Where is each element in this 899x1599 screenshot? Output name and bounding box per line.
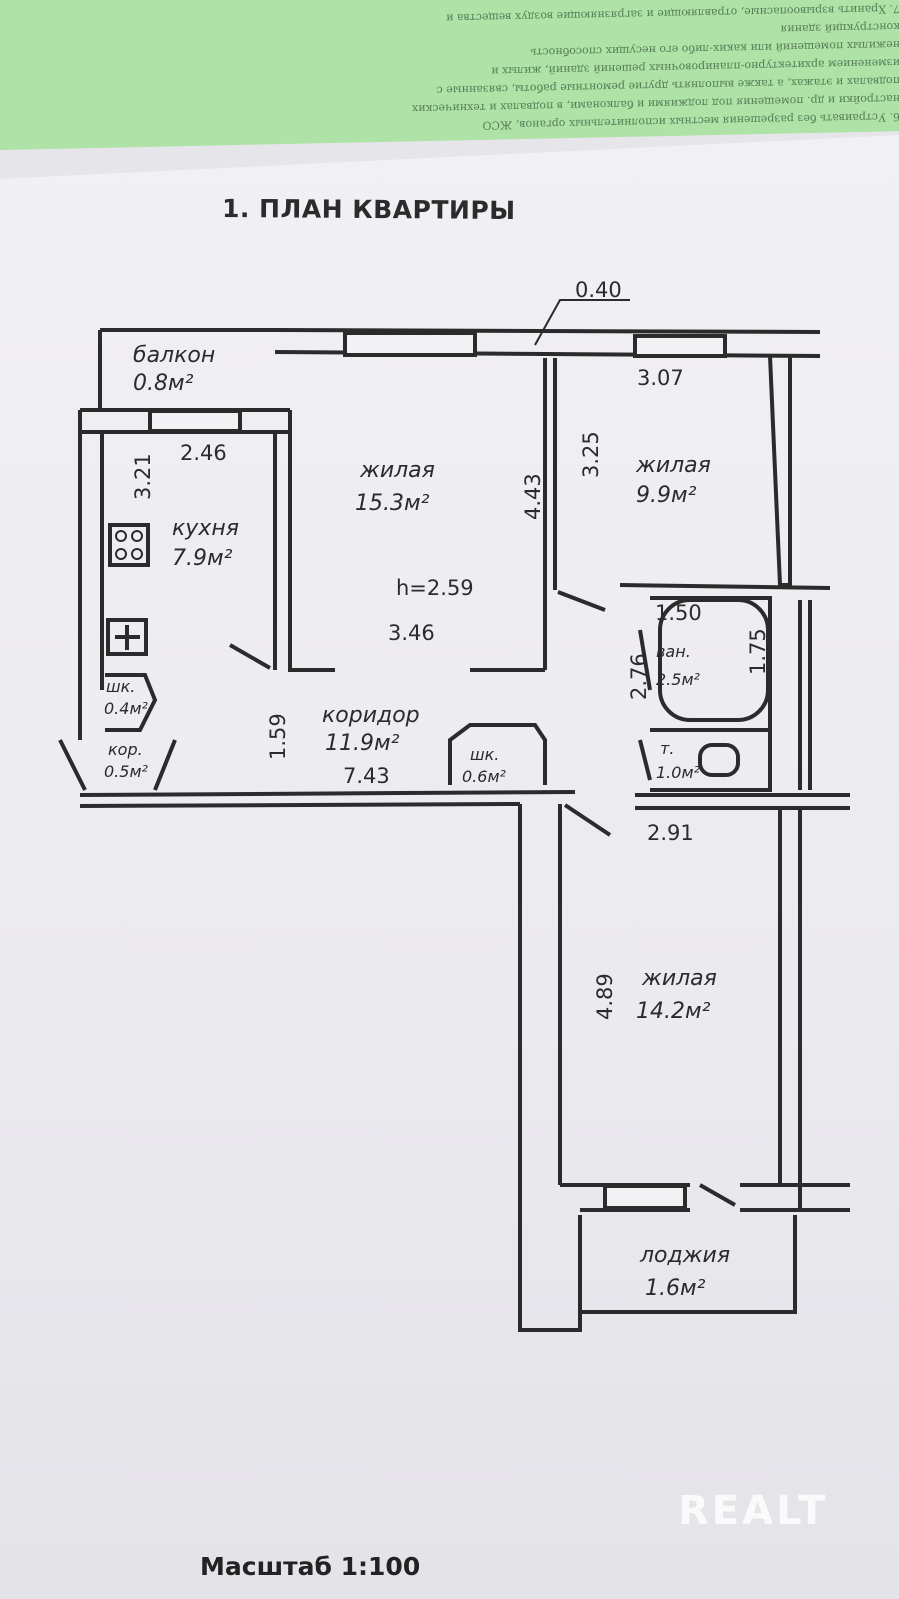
dim-443: 4.43 xyxy=(521,473,545,520)
entry-door-right xyxy=(153,739,177,791)
entry-door-left xyxy=(58,739,87,791)
kitchen-area: 7.9м² xyxy=(172,546,233,571)
window-kitchen xyxy=(148,409,242,433)
bath-block xyxy=(650,596,772,792)
window-living3 xyxy=(603,1184,687,1210)
wall-right-column xyxy=(798,600,812,790)
wall-thickness-leader xyxy=(534,299,630,346)
realt-watermark: REALT xyxy=(678,1488,829,1534)
toilet-name: т. xyxy=(660,739,674,758)
kitchen-name: кухня xyxy=(172,516,239,541)
loggia-name: лоджия xyxy=(639,1243,730,1268)
closet2-name: шк. xyxy=(470,745,499,764)
corridor-name: коридор xyxy=(322,703,420,728)
living2-name: жилая xyxy=(635,453,711,478)
dim-159: 1.59 xyxy=(266,713,290,760)
living1-door xyxy=(557,590,606,612)
living3-area: 14.2м² xyxy=(636,999,711,1024)
dim-743: 7.43 xyxy=(343,764,390,788)
burner-4 xyxy=(131,548,143,560)
dim-291: 2.91 xyxy=(647,821,694,845)
dim-height: h=2.59 xyxy=(396,576,474,600)
wall-corridor-bottom xyxy=(79,790,576,808)
dim-307: 3.07 xyxy=(637,366,684,390)
living3-door xyxy=(699,1183,736,1207)
wall-living1-right xyxy=(543,358,557,670)
living1-area: 15.3м² xyxy=(355,491,430,516)
corridor-door-living3 xyxy=(563,803,612,837)
toilet-door xyxy=(638,739,652,781)
closet1-area: 0.4м² xyxy=(104,699,149,718)
living3-name: жилая xyxy=(641,966,717,991)
wall-living2-right xyxy=(768,355,792,587)
loggia-area: 1.6м² xyxy=(645,1276,706,1301)
sink-cross xyxy=(115,625,140,650)
closet2-area: 0.6м² xyxy=(462,767,507,786)
bathtub xyxy=(658,598,770,722)
closet1-name: шк. xyxy=(106,677,135,696)
dim-489: 4.89 xyxy=(593,973,617,1020)
kitchen-door xyxy=(229,643,271,670)
scale-label: Масштаб 1:100 xyxy=(200,1552,421,1581)
corr-small-area: 0.5м² xyxy=(104,762,149,781)
sink xyxy=(106,618,148,656)
toilet-area: 1.0м² xyxy=(656,763,701,782)
dim-175: 1.75 xyxy=(746,628,770,675)
burner-3 xyxy=(115,548,127,560)
bath-door xyxy=(638,629,652,691)
bath-name: ван. xyxy=(656,642,691,661)
wall-bath-bottom xyxy=(635,793,850,810)
dim-150: 1.50 xyxy=(655,601,702,625)
closet2-outline xyxy=(448,723,547,785)
window-living2 xyxy=(633,334,727,358)
bath-area: 2.5м² xyxy=(656,670,701,689)
corridor-area: 11.9м² xyxy=(325,731,400,756)
stove xyxy=(108,523,150,567)
living2-area: 9.9м² xyxy=(636,483,697,508)
wall-living3-right xyxy=(778,808,802,1210)
toilet-fixture xyxy=(698,743,740,777)
loggia-outline xyxy=(580,1215,797,1314)
dim-321: 3.21 xyxy=(131,453,155,500)
wall-living3-left xyxy=(518,804,582,1332)
burner-2 xyxy=(131,530,143,542)
wall-living2-bottom xyxy=(619,583,831,590)
dim-276: 2.76 xyxy=(627,653,651,700)
balcony-name: балкон xyxy=(133,343,215,368)
balcony-area: 0.8м² xyxy=(133,371,194,396)
balcony-outline xyxy=(98,328,275,408)
wall-kitchen-left xyxy=(78,410,104,740)
dim-346: 3.46 xyxy=(388,621,435,645)
dim-wall-thickness: 0.40 xyxy=(575,278,622,302)
dim-325: 3.25 xyxy=(579,431,603,478)
window-living1 xyxy=(343,331,477,357)
burner-1 xyxy=(115,530,127,542)
corr-small-name: кор. xyxy=(108,740,143,759)
paper-sheet xyxy=(0,135,899,1599)
dim-246: 2.46 xyxy=(180,441,227,465)
living1-name: жилая xyxy=(359,458,435,483)
closet1-outline xyxy=(105,673,158,732)
wall-kitchen-right xyxy=(273,410,335,672)
